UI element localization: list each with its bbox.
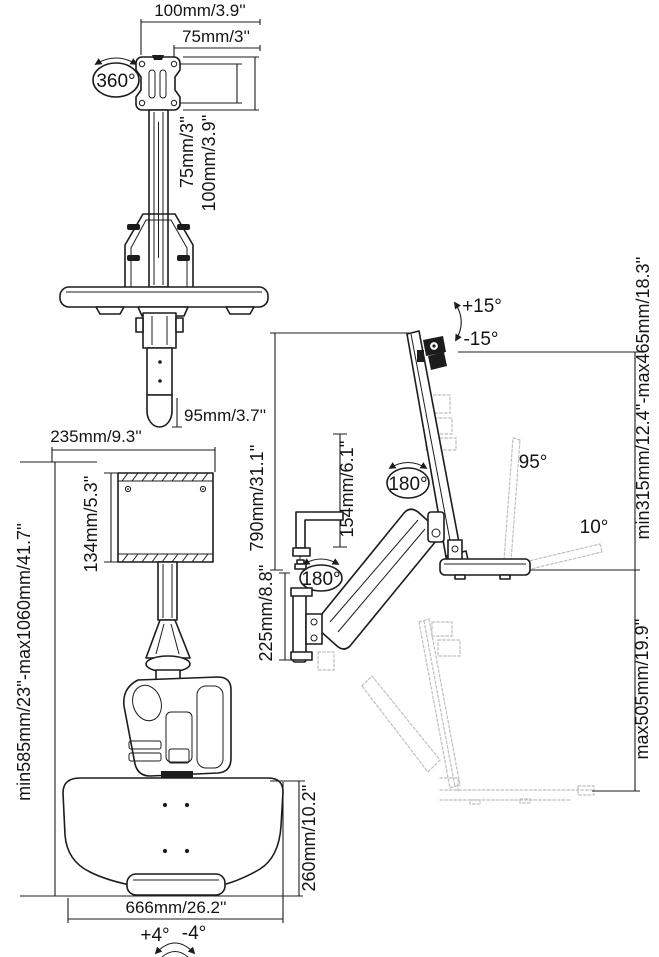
rotation-360: 360° [92,57,140,98]
raise-range-dimension: min315mm/12.4''-max465mm/18.3'' [458,257,653,571]
mount-bracket [124,213,194,288]
raise-range-label: min315mm/12.4''-max465mm/18.3'' [633,257,653,540]
tray-swivel-positive-label: +4° [140,925,169,946]
swivel-lower: 180° [299,558,343,592]
monitor-tilt-angles: +15° -15° [454,296,502,350]
swivel-upper: 180° [386,461,430,499]
clamp-height-label: 154mm/6.1'' [337,441,357,538]
tray-width-dimension: 666mm/26.2'' [67,782,284,923]
tray-swivel-negative-label: -4° [182,923,207,944]
height-range-label: min585mm/23''-max1060mm/41.7'' [14,523,34,801]
tray-depth-dimension: 260mm/10.2'' [270,780,319,896]
vesa-plate [135,55,181,111]
vesa-width-outer-label: 100mm/3.9'' [154,1,246,20]
keyboard-tray-side [439,539,531,580]
tray-width-label: 666mm/26.2'' [126,898,227,917]
swivel-lower-label: 180° [301,569,340,590]
monitor-tilt-down-label: -15° [463,329,498,350]
front-view-monitor-column: 100mm/3.9'' 75mm/3'' 360° 75mm/3'' 100mm… [59,1,269,428]
wall-plate-height-label: 225mm/8.8'' [256,565,276,662]
lower-range-dimension: max505mm/19.9'' [592,570,652,792]
tray-swivel-angles: +4° -4° [140,923,206,957]
height-range-dimension: min585mm/23''-max1060mm/41.7'' [14,461,303,897]
plate-height-label: 134mm/5.3'' [81,476,101,573]
tray-depth-label: 260mm/10.2'' [299,785,319,892]
column-width-dimension: 95mm/3.7'' [172,398,266,428]
tray-fold-angle-label: 95° [519,452,548,473]
vesa-width-dimensions: 100mm/3.9'' 75mm/3'' [140,1,261,60]
ceiling-plate [117,472,214,563]
vesa-height-dimensions: 75mm/3'' 100mm/3.9'' [177,56,259,212]
lower-column [135,312,184,428]
vesa-bracket-side [417,336,447,370]
overall-height-label: 790mm/31.1'' [247,445,267,552]
shelf-bar [59,286,269,317]
wall-plate-dimension: 225mm/8.8'' [256,565,290,662]
plate-height-dimension: 134mm/5.3'' [81,472,118,573]
clamp-bracket [292,511,344,570]
monitor-rail [148,109,169,288]
column-width-label: 95mm/3.7'' [184,406,266,425]
monitor-tilt-up-label: +15° [462,296,502,317]
clamp-dimension: 154mm/6.1'' [333,433,357,548]
wall-plate-side [290,587,323,663]
vesa-width-inner-label: 75mm/3'' [182,27,250,46]
front-view-ceiling-unit: 235mm/9.3'' 134mm/5.3'' min585mm/23''-ma… [14,427,319,957]
swivel-upper-label: 180° [388,474,427,495]
pole-and-tilter [145,561,191,681]
keyboard-tray-front [62,777,284,896]
rotation-360-label: 360° [96,71,135,92]
workstation-body [122,676,232,780]
side-view: 790mm/31.1'' +15° -15° min315mm/12.4''-m… [247,257,653,805]
plate-width-label: 235mm/9.3'' [50,427,142,446]
plate-width-dimension: 235mm/9.3'' [50,427,216,472]
vesa-height-inner-label: 75mm/3'' [177,116,197,188]
lower-range-label: max505mm/19.9'' [632,619,652,760]
overall-height-dimension: 790mm/31.1'' [247,332,412,571]
tray-tilt-angle-label: 10° [580,517,609,538]
vesa-height-outer-label: 100mm/3.9'' [199,115,219,212]
